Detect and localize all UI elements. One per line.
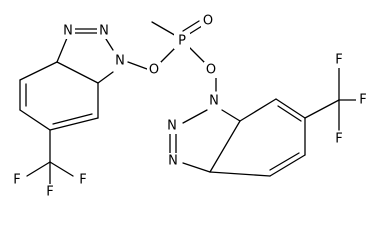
left-n1-n2-bond — [105, 38, 114, 51]
right-n3-label: N — [168, 154, 178, 169]
left-n1-c7a-bond — [97, 71, 114, 84]
right-n1-n2-bond — [182, 109, 208, 124]
atom-labels: P O O O N N N F F F N N N F F F — [10, 13, 370, 200]
right-cf3-f-right-label: F — [359, 93, 366, 108]
right-cf3-f-left-label: F — [335, 53, 342, 68]
left-ring-c5-c6 — [19, 109, 51, 131]
ester-o-left-label: O — [149, 63, 159, 78]
left-ring-c3a-c4 — [19, 61, 58, 81]
left-cf3-f-left-label: F — [13, 173, 20, 188]
right-n1-c7a-bond — [221, 109, 241, 122]
left-n1-label: N — [115, 54, 125, 69]
left-cf3-f-bottom-label: F — [46, 185, 53, 200]
oleft-n1-bond — [127, 61, 148, 70]
left-n3-label: N — [63, 24, 73, 39]
left-cf3-f-left — [26, 161, 51, 177]
left-n2-label: N — [99, 24, 109, 39]
phosphorus-label: P — [178, 34, 186, 49]
left-cf3-f-right — [49, 161, 74, 177]
right-ring-c4-c3a — [209, 171, 271, 177]
right-n1-label: N — [209, 94, 219, 109]
chemical-structure: P O O O N N N F F F N N N F F F — [10, 13, 370, 200]
p-oright-bond — [187, 45, 205, 63]
oxo-label: O — [203, 14, 213, 29]
right-ring-c7-c6-inner — [277, 105, 302, 122]
ester-o-right-label: O — [206, 63, 216, 78]
bonds — [19, 20, 359, 185]
right-cf3-f-bottom-label: F — [335, 132, 342, 147]
right-ring-c5-c4-inner — [269, 152, 300, 171]
left-ring-c6-c7 — [49, 117, 99, 131]
right-ring-cf3-bond — [304, 99, 340, 119]
left-cf3-f-right-label: F — [79, 173, 86, 188]
right-n3-c3a-bond — [182, 162, 211, 173]
right-n2-label: N — [167, 119, 177, 134]
left-ring-c3a-c7a — [56, 61, 99, 84]
p-oxo-bond-2 — [182, 20, 200, 32]
left-ring-c6-c7-inner — [52, 113, 93, 125]
left-n3-c3a-bond — [56, 37, 68, 63]
right-ring-c3a-c7a — [209, 120, 241, 173]
right-ring-c7-c6 — [275, 98, 306, 119]
right-ring-c7a-c7 — [239, 98, 277, 122]
methyl-p-bond — [151, 21, 179, 38]
right-ring-c5-c4 — [269, 154, 306, 177]
